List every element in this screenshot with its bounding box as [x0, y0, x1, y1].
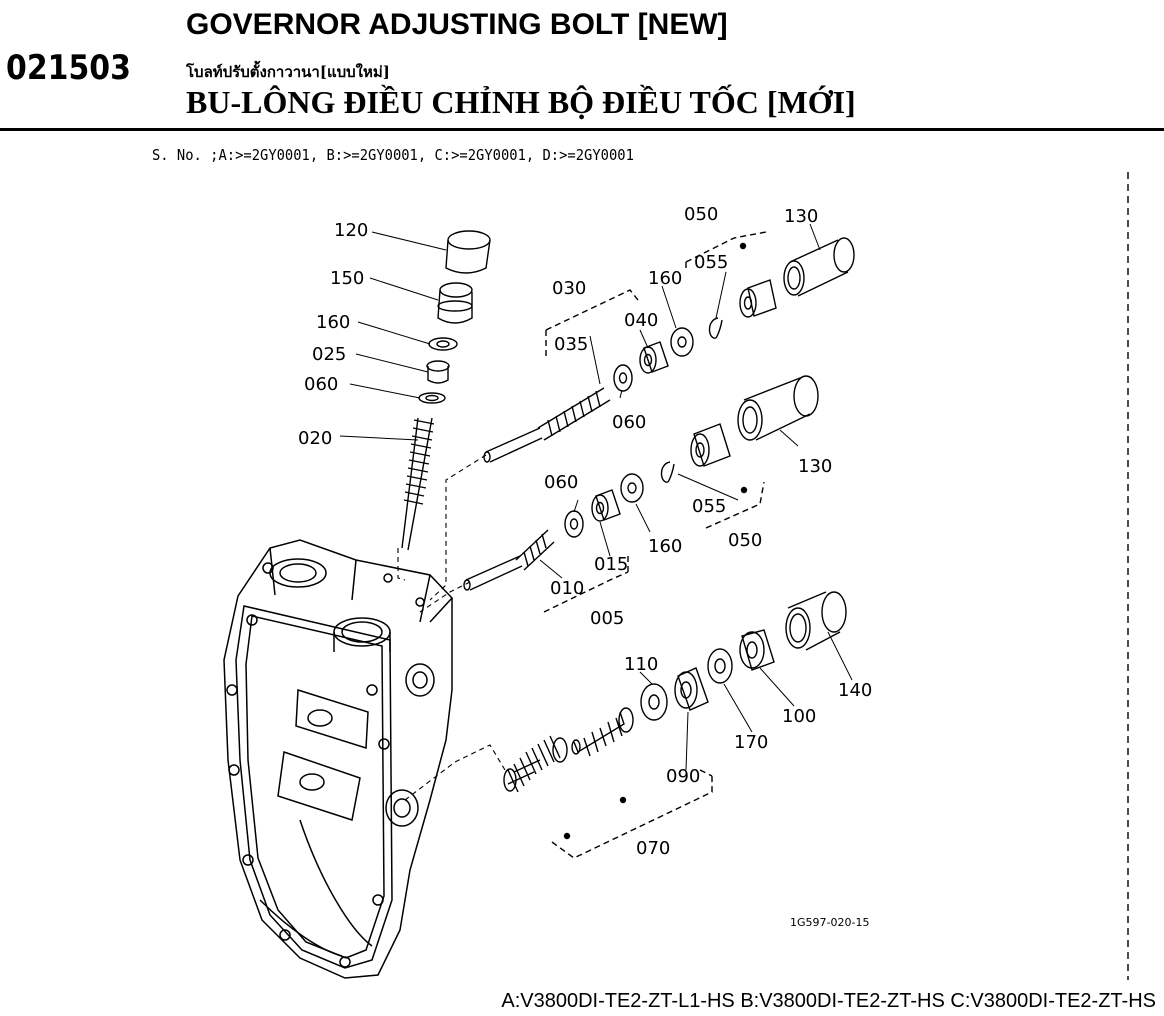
lower-spring-assembly	[503, 591, 847, 859]
model-applicability: A:V3800DI-TE2-ZT-L1-HS B:V3800DI-TE2-ZT-…	[501, 990, 1156, 1012]
callout-110: 110	[624, 654, 658, 675]
connection-lines	[397, 454, 506, 801]
title-thai: โบลท์ปรับตั้งกาวานา[แบบใหม่]	[186, 63, 390, 81]
callout-055: 055	[694, 252, 728, 273]
callout-100: 100	[782, 706, 816, 727]
callout-060: 060	[544, 472, 578, 493]
callout-170: 170	[734, 732, 768, 753]
callout-030: 030	[552, 278, 586, 299]
callout-040: 040	[624, 310, 658, 331]
callout-025: 025	[312, 344, 346, 365]
middle-bolt-assembly	[463, 375, 819, 613]
callout-labels: 120 150 160 025 060 020 030 035 040 160 …	[298, 204, 872, 859]
callout-060: 060	[304, 374, 338, 395]
callout-140: 140	[838, 680, 872, 701]
callout-150: 150	[330, 268, 364, 289]
callout-035: 035	[554, 334, 588, 355]
callout-160: 160	[316, 312, 350, 333]
callout-015: 015	[594, 554, 628, 575]
vertical-bolt-assembly	[401, 230, 491, 551]
callout-160: 160	[648, 536, 682, 557]
callout-130: 130	[798, 456, 832, 477]
callout-090: 090	[666, 766, 700, 787]
section-code: 021503	[6, 48, 131, 88]
callout-050: 050	[684, 204, 718, 225]
callout-070: 070	[636, 838, 670, 859]
callout-120: 120	[334, 220, 368, 241]
callout-050: 050	[728, 530, 762, 551]
serial-numbers: S. No. ;A:>=2GY0001, B:>=2GY0001, C:>=2G…	[152, 146, 634, 164]
title-english: GOVERNOR ADJUSTING BOLT [NEW]	[186, 8, 728, 41]
callout-055: 055	[692, 496, 726, 517]
callout-060: 060	[612, 412, 646, 433]
header-rule	[0, 128, 1164, 131]
callout-leaders	[339, 223, 853, 771]
figure-code: 1G597-020-15	[790, 916, 870, 929]
callout-020: 020	[298, 428, 332, 449]
title-vietnamese: BU-LÔNG ĐIỀU CHỈNH BỘ ĐIỀU TỐC [MỚI]	[186, 84, 856, 120]
governor-housing	[223, 539, 453, 979]
callout-005: 005	[590, 608, 624, 629]
callout-160: 160	[648, 268, 682, 289]
callout-130: 130	[784, 206, 818, 227]
upper-bolt-assembly	[483, 231, 855, 463]
callout-010: 010	[550, 578, 584, 599]
